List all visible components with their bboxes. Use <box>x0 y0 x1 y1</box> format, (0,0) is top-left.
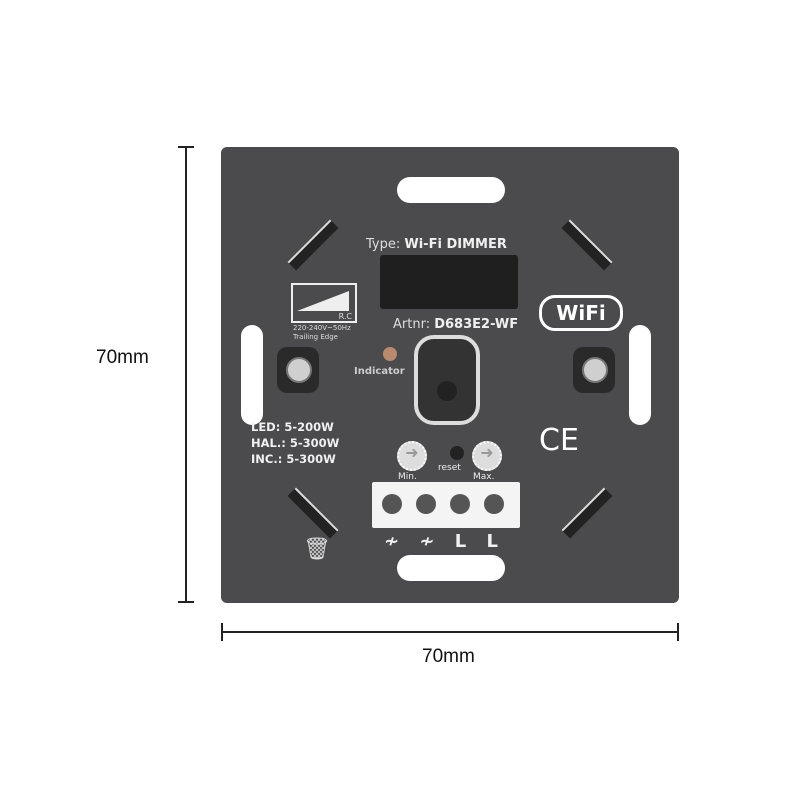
dimmer-plate: Type: Wi-Fi DIMMER Artnr: D683E2-WF R.C … <box>221 147 679 603</box>
load-ratings: LED: 5-200W HAL.: 5-300W INC.: 5-300W <box>251 419 339 467</box>
terminal-label-l2: L <box>486 531 498 552</box>
knob-shaft <box>437 381 457 401</box>
width-label: 70mm <box>422 646 475 667</box>
terminal-block <box>372 482 520 528</box>
artnr-text: Artnr: D683E2-WF <box>393 317 518 332</box>
load-inc: INC.: 5-300W <box>251 452 336 466</box>
load-hal: HAL.: 5-300W <box>251 436 340 450</box>
wifi-logo: WiFi <box>539 295 623 331</box>
min-trimmer[interactable]: ➜ <box>397 441 427 471</box>
height-label: 70mm <box>96 347 149 368</box>
width-tick-left <box>221 623 223 641</box>
terminal-label-dimmed-1: ≁ <box>384 531 400 552</box>
top-mounting-slot <box>397 177 505 203</box>
edge-text: Trailing Edge <box>293 333 338 341</box>
height-dimension-line <box>185 147 187 602</box>
type-text: Type: Wi-Fi DIMMER <box>366 237 507 252</box>
ce-mark: CE <box>539 423 579 458</box>
reset-button[interactable] <box>450 446 464 460</box>
left-screw-housing <box>277 347 319 393</box>
terminal-screw <box>450 494 470 514</box>
weee-bin-icon: 🗑 <box>303 537 331 562</box>
rc-label: R.C <box>338 312 352 321</box>
clip-bottom-right <box>561 487 613 539</box>
right-mounting-slot <box>629 325 651 425</box>
screw-icon <box>582 357 608 383</box>
indicator-label: Indicator <box>354 366 405 377</box>
max-trimmer[interactable]: ➜ <box>472 441 502 471</box>
reset-label: reset <box>438 463 461 473</box>
screw-icon <box>286 357 312 383</box>
right-screw-housing <box>573 347 615 393</box>
terminal-label-dimmed-2: ≁ <box>419 531 435 552</box>
terminal-label-l1: L <box>454 531 467 552</box>
load-led: LED: 5-200W <box>251 420 334 434</box>
min-label: Min. <box>398 472 417 482</box>
clip-top-left <box>287 219 339 271</box>
width-tick-right <box>677 623 679 641</box>
bottom-mounting-slot <box>397 555 505 581</box>
terminal-screw <box>484 494 504 514</box>
artnr-value: D683E2-WF <box>434 317 519 332</box>
indicator-led <box>383 347 397 361</box>
clip-bottom-left <box>287 487 339 539</box>
max-label: Max. <box>473 472 495 482</box>
terminal-labels: ≁ ≁ L L <box>384 531 498 552</box>
voltage-text: 220-240V~50Hz <box>293 324 351 332</box>
artnr-label: Artnr: <box>393 317 431 332</box>
connector-block <box>380 255 518 309</box>
height-tick-top <box>178 146 194 148</box>
terminal-screw <box>416 494 436 514</box>
rotary-knob[interactable] <box>414 335 480 425</box>
width-dimension-line <box>221 631 679 633</box>
left-mounting-slot <box>241 325 263 425</box>
terminal-screw <box>382 494 402 514</box>
height-tick-bottom <box>178 601 194 603</box>
clip-top-right <box>561 219 613 271</box>
type-value: Wi-Fi DIMMER <box>404 237 507 252</box>
type-label: Type: <box>366 237 401 252</box>
rc-dimming-icon: R.C <box>291 283 357 323</box>
